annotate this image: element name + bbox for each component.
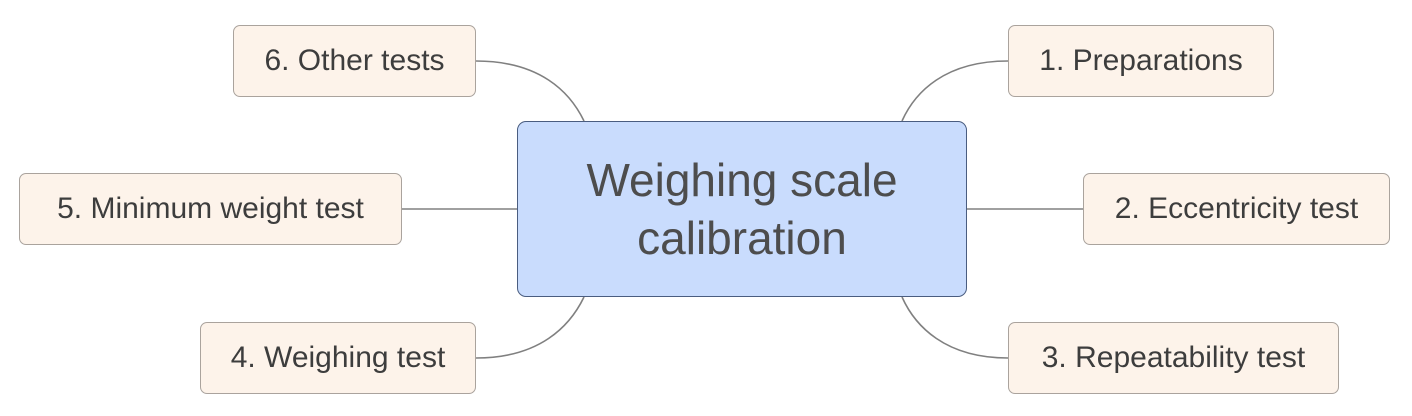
topic-other-tests[interactable]: 6. Other tests bbox=[233, 25, 476, 97]
topic-eccentricity-test[interactable]: 2. Eccentricity test bbox=[1083, 173, 1390, 245]
central-topic-label: Weighing scale calibration bbox=[586, 154, 898, 264]
topic-repeatability-test[interactable]: 3. Repeatability test bbox=[1008, 322, 1339, 394]
central-topic[interactable]: Weighing scale calibration bbox=[517, 121, 967, 297]
connector-topic-3 bbox=[901, 296, 1009, 359]
topic-preparations[interactable]: 1. Preparations bbox=[1008, 25, 1274, 97]
connector-topic-6 bbox=[475, 60, 585, 122]
topic-weighing-test[interactable]: 4. Weighing test bbox=[200, 322, 476, 394]
connector-topic-4 bbox=[475, 296, 585, 359]
topic-minimum-weight-test[interactable]: 5. Minimum weight test bbox=[19, 173, 402, 245]
connector-topic-1 bbox=[901, 60, 1009, 122]
